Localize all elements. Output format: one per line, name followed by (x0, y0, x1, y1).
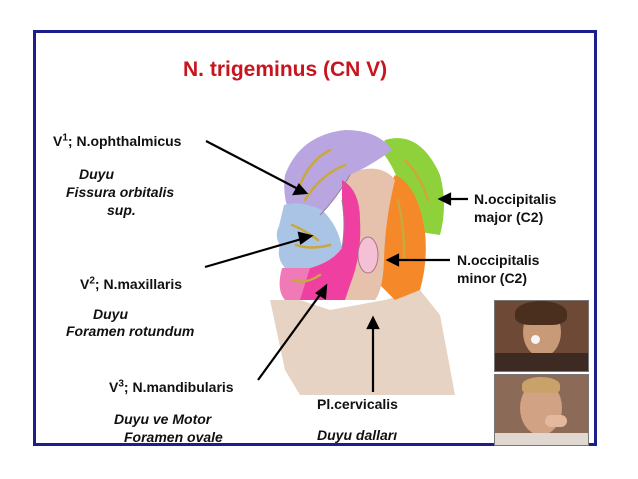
region-borders (319, 174, 351, 249)
v2-label: V2; N.maxillaris (80, 275, 182, 293)
hair-shape (515, 301, 567, 325)
clothing-shape (495, 353, 588, 371)
cervical-desc: Duyu dalları (317, 427, 398, 443)
v3-desc-line-2: Foramen ovale (124, 429, 223, 445)
v3-letter: V (109, 379, 119, 395)
hand-shape (545, 415, 567, 427)
v1-name: ; N.ophthalmicus (67, 133, 182, 149)
ear (357, 236, 379, 274)
v1-letter: V (53, 133, 63, 149)
cervical-region (270, 290, 455, 395)
slide-title: N. trigeminus (CN V) (183, 58, 388, 81)
hair-shape (522, 377, 560, 393)
v1-region (284, 130, 392, 215)
occipital-minor-line-1: N.occipitalis (457, 252, 540, 268)
v1-desc-line-1: Duyu (79, 166, 114, 182)
occipital-major-line-1: N.occipitalis (474, 191, 557, 207)
cotton-swab (531, 335, 540, 344)
v3-superscript: 3 (118, 378, 124, 390)
v2-desc-line-2: Foramen rotundum (66, 323, 195, 339)
v1-desc-line-2: Fissura orbitalis (66, 184, 175, 200)
occipital-minor-line-2: minor (C2) (457, 270, 527, 286)
chin-region (279, 268, 310, 300)
photo-woman-demonstration (494, 300, 589, 372)
v3-label: V3; N.mandibularis (109, 378, 234, 396)
clothing-shape (495, 433, 588, 445)
v1-label: V1; N.ophthalmicus (53, 132, 181, 150)
v2-letter: V (80, 276, 90, 292)
v1-desc-line-3: sup. (107, 202, 136, 218)
v2-name: ; N.maxillaris (94, 276, 183, 292)
v2-superscript: 2 (89, 275, 95, 287)
v3-desc-line-1: Duyu ve Motor (114, 411, 212, 427)
occipital-major-line-2: major (C2) (474, 209, 544, 225)
nerve-fibers (290, 148, 430, 283)
pointer-lines (204, 140, 468, 392)
occipital-major-region (380, 138, 444, 235)
v1-superscript: 1 (62, 132, 68, 144)
cervical-name: Pl.cervicalis (317, 396, 398, 412)
v3-name: ; N.mandibularis (123, 379, 234, 395)
v2-desc-line-1: Duyu (93, 306, 128, 322)
photo-man-demonstration (494, 374, 589, 446)
